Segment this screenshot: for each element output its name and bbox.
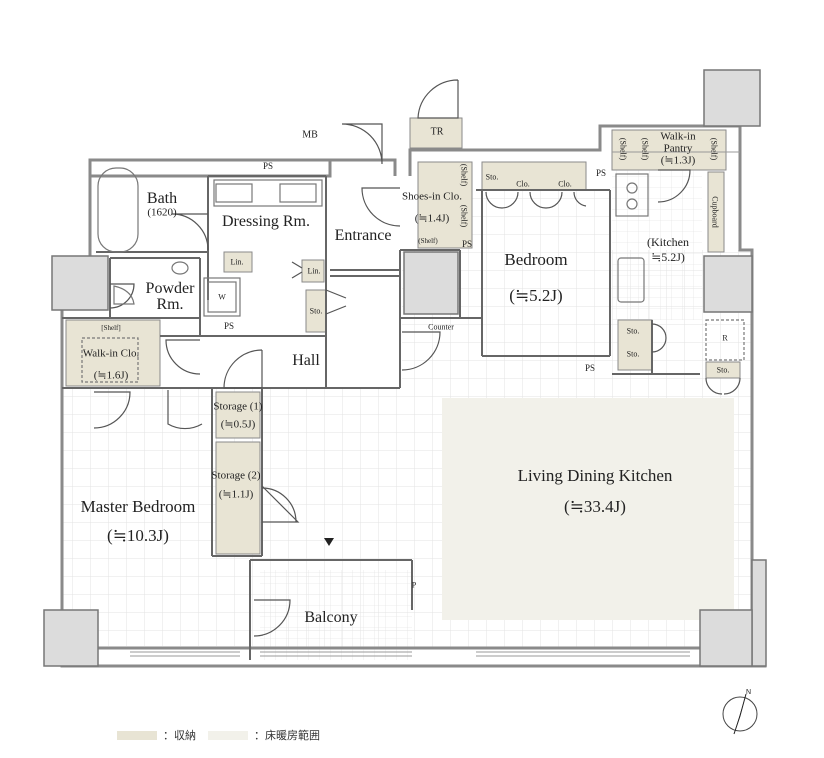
shelf-label-shoes: (Shelf) (418, 236, 438, 245)
windows (130, 151, 740, 657)
bath-size-label: (1620) (147, 206, 177, 219)
ps-label-shoes: PS (461, 238, 473, 249)
bath-label: Bath (146, 189, 178, 207)
legend-storage-swatch (117, 730, 157, 740)
bedroom-size: (≒5.2J) (509, 286, 563, 306)
ps-label-kitchen: PS (595, 167, 607, 178)
structural-columns (43, 69, 767, 667)
ldk-size: (≒33.4J) (564, 497, 626, 517)
pantry-label-2: Pantry (663, 142, 693, 155)
kitchen-label: (Kitchen (647, 235, 689, 250)
kitchen-size: ≒5.2J) (651, 250, 685, 265)
entrance-label: Entrance (334, 226, 392, 244)
master-bedroom-size: (≒10.3J) (107, 526, 169, 546)
lin-label-entrance: Lin. (307, 266, 321, 276)
master-bedroom-label: Master Bedroom (80, 497, 196, 517)
shelf-label-pantry-1: (Shelf) (618, 137, 628, 161)
p-label: P (411, 580, 417, 590)
powder-room-label-1: Powder (145, 279, 195, 297)
storage2-size: (≒1.1J) (218, 488, 254, 501)
dressing-room-label: Dressing Rm. (222, 212, 310, 230)
shoes-closet-label: Shoes-in Clo. (402, 190, 462, 203)
clo-label-2: Clo. (558, 179, 572, 189)
legend-heating-text: ：床暖房範囲 (254, 730, 320, 742)
counter-label: Counter (428, 322, 454, 332)
floor-heating-area (442, 398, 734, 620)
cupboard-label: Cupboard (710, 196, 720, 228)
tr-label: TR (430, 126, 444, 138)
sto-label-hall: Sto. (309, 306, 323, 316)
sto-label-kitchen-2: Sto. (626, 349, 640, 359)
pantry-label-1: Walk-in (660, 130, 696, 143)
powder-room-label-2: Rm. (156, 295, 184, 313)
legend-heating-swatch (208, 730, 248, 740)
ps-label-powder: PS (223, 320, 235, 331)
legend-storage-text: ：収納 (163, 730, 196, 742)
shelf-label-pantry-2: (Shelf) (640, 137, 650, 161)
mb-label: MB (302, 129, 318, 141)
hall-label: Hall (292, 351, 320, 369)
entry-marker-icon (324, 538, 334, 546)
walkin-closet-label: Walk-in Clo. (82, 347, 140, 360)
bath-fixtures (81, 167, 745, 383)
sto-label-ldk: Sto. (716, 365, 730, 375)
ps-label-bedroom: PS (584, 362, 596, 373)
walkin-closet-size: (≒1.6J) (93, 369, 129, 382)
w-label: W (218, 292, 226, 302)
lin-label-dressing: Lin. (230, 257, 244, 267)
storage1-size: (≒0.5J) (220, 418, 256, 431)
shelf-label-pantry-3: (Shelf) (709, 137, 719, 161)
bedroom-label: Bedroom (504, 250, 568, 270)
door-swings (93, 79, 741, 637)
svg-text:N: N (746, 689, 751, 696)
shelf-label-walkin: [Shelf] (101, 323, 121, 332)
balcony-label: Balcony (304, 608, 358, 626)
shelf-label-shoes-vert-1: (Shelf) (459, 163, 469, 187)
r-label: R (722, 333, 728, 343)
storage1-label: Storage (1) (213, 400, 263, 413)
clo-label-1: Clo. (516, 179, 530, 189)
shelf-label-shoes-vert-2: (Shelf) (459, 204, 469, 228)
storage2-label: Storage (2) (211, 469, 261, 482)
sto-label-bedroom: Sto. (485, 172, 499, 182)
legend-heating: ：床暖房範囲 (208, 727, 320, 743)
pantry-size: (≒1.3J) (660, 154, 696, 167)
legend-storage: ：収納 (117, 727, 196, 743)
north-compass-icon: N (722, 689, 758, 735)
ldk-label: Living Dining Kitchen (517, 466, 673, 486)
ps-label-top: PS (262, 160, 274, 171)
shoes-closet-size: (≒1.4J) (414, 212, 450, 225)
sto-label-kitchen-1: Sto. (626, 326, 640, 336)
